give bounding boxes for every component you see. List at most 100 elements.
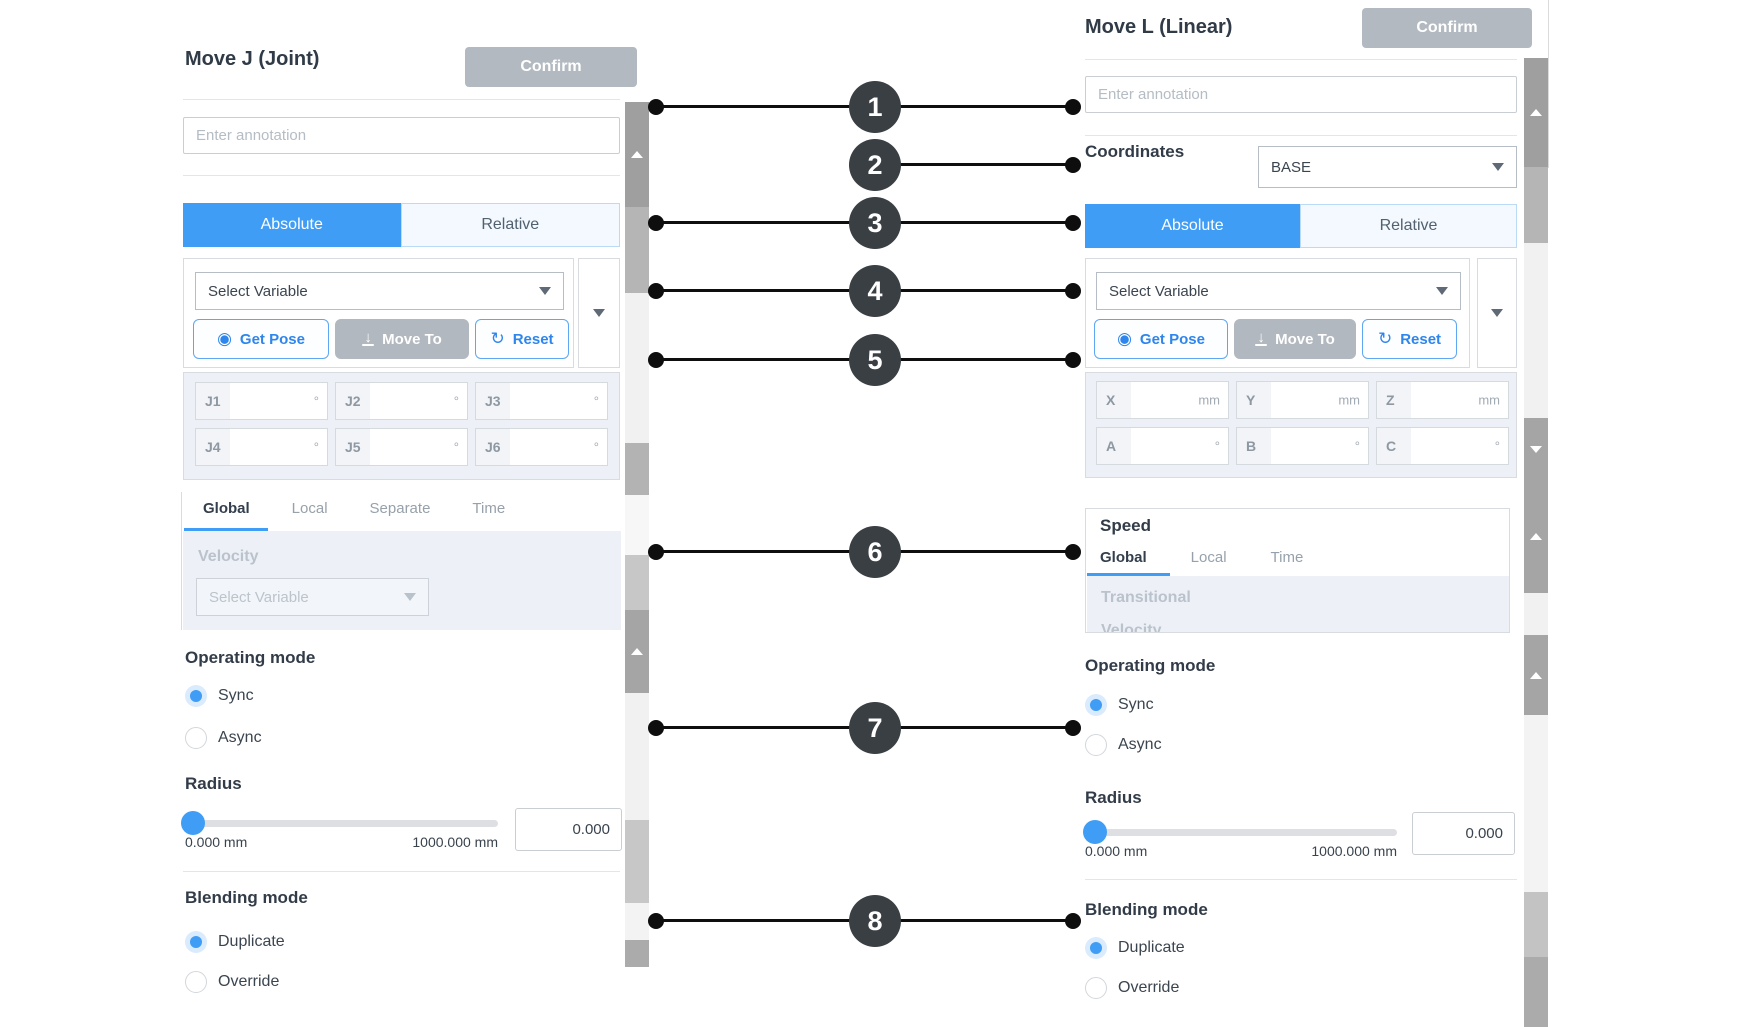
scroll-up-icon[interactable] <box>631 648 643 655</box>
field-z[interactable]: Z mm <box>1376 381 1509 419</box>
field-label: B <box>1237 428 1271 464</box>
velocity-select[interactable]: Select Variable <box>196 578 429 616</box>
speed-heading: Speed <box>1100 516 1152 535</box>
transitional-label: Transitional <box>1101 589 1191 606</box>
tab-relative[interactable]: Relative <box>1300 204 1517 248</box>
scroll-up-icon[interactable] <box>1530 671 1542 679</box>
radius-slider-knob[interactable] <box>181 811 205 835</box>
confirm-button[interactable]: Confirm <box>1362 8 1532 48</box>
target-icon: ◉ <box>217 329 232 348</box>
operating-mode-heading: Operating mode <box>1085 656 1216 675</box>
get-pose-button[interactable]: ◉ Get Pose <box>193 319 329 359</box>
field-a[interactable]: A ° <box>1096 427 1229 465</box>
scroll-down-icon[interactable] <box>1530 445 1542 453</box>
radio-sync[interactable]: Sync <box>185 685 254 707</box>
field-j1[interactable]: J1 ° <box>195 382 328 420</box>
field-b[interactable]: B ° <box>1236 427 1369 465</box>
variable-select[interactable]: Select Variable <box>1096 272 1461 310</box>
field-c[interactable]: C ° <box>1376 427 1509 465</box>
callout-dot <box>1065 215 1081 231</box>
reset-button[interactable]: ↻ Reset <box>1362 319 1457 359</box>
chevron-down-icon <box>1492 163 1504 171</box>
active-tab-underline <box>1087 573 1170 576</box>
tab-absolute[interactable]: Absolute <box>1085 204 1300 248</box>
divider <box>1085 135 1517 136</box>
get-pose-button[interactable]: ◉ Get Pose <box>1094 319 1228 359</box>
move-to-button[interactable]: ↓ Move To <box>335 319 469 359</box>
field-y[interactable]: Y mm <box>1236 381 1369 419</box>
velocity-label: Velocity <box>198 548 259 565</box>
unit-label: mm <box>1478 392 1500 408</box>
radio-async[interactable]: Async <box>1085 734 1162 756</box>
reset-button[interactable]: ↻ Reset <box>475 319 569 359</box>
radius-slider-track[interactable] <box>1085 829 1397 836</box>
divider <box>183 871 620 872</box>
scrollbar-thumb[interactable] <box>625 820 649 903</box>
field-label: Y <box>1237 382 1271 418</box>
collapse-toggle[interactable] <box>1477 258 1517 368</box>
joint-fields-box: J1 ° J2 ° J3 ° J4 ° J5 ° J6 ° <box>183 372 620 480</box>
scrollbar-thumb[interactable] <box>625 207 649 293</box>
move-to-button[interactable]: ↓ Move To <box>1234 319 1356 359</box>
variable-select[interactable]: Select Variable <box>195 272 564 310</box>
scrollbar-thumb[interactable] <box>1524 635 1548 715</box>
radius-value-input[interactable] <box>1412 812 1515 855</box>
annotation-input[interactable] <box>1085 76 1517 113</box>
radio-override[interactable]: Override <box>185 971 279 993</box>
radio-duplicate[interactable]: Duplicate <box>185 931 285 953</box>
tab-relative[interactable]: Relative <box>400 203 620 247</box>
field-x[interactable]: X mm <box>1096 381 1229 419</box>
scrollbar-thumb[interactable] <box>1524 167 1548 243</box>
scrollbar-thumb[interactable] <box>625 443 649 495</box>
radio-async[interactable]: Async <box>185 727 262 749</box>
scrollbar-thumb[interactable] <box>625 940 649 967</box>
unit-label: ° <box>453 393 459 409</box>
radio-sync[interactable]: Sync <box>1085 694 1154 716</box>
collapse-toggle[interactable] <box>578 258 620 368</box>
radius-max-label: 1000.000 mm <box>1311 843 1397 859</box>
speed-tab-global[interactable]: Global <box>1100 549 1147 566</box>
radio-override[interactable]: Override <box>1085 977 1179 999</box>
variable-select-value: Select Variable <box>208 282 308 300</box>
field-j4[interactable]: J4 ° <box>195 428 328 466</box>
radio-duplicate[interactable]: Duplicate <box>1085 937 1185 959</box>
scrollbar-thumb[interactable] <box>625 555 649 610</box>
unit-label: mm <box>1198 392 1220 408</box>
speed-tab-global[interactable]: Global <box>203 500 250 517</box>
scroll-up-icon[interactable] <box>1530 109 1542 116</box>
variable-group: Select Variable ◉ Get Pose ↓ Move To ↻ R… <box>183 258 574 368</box>
speed-tab-separate[interactable]: Separate <box>369 500 431 517</box>
radius-slider-track[interactable] <box>183 820 498 827</box>
field-j3[interactable]: J3 ° <box>475 382 608 420</box>
chevron-down-icon <box>404 593 416 601</box>
scrollbar-thumb[interactable] <box>1524 480 1548 593</box>
speed-tab-local[interactable]: Local <box>291 500 328 517</box>
coordinates-select[interactable]: BASE <box>1258 146 1517 188</box>
radius-slider-knob[interactable] <box>1083 820 1107 844</box>
tab-absolute[interactable]: Absolute <box>183 203 401 247</box>
speed-tab-time[interactable]: Time <box>472 500 506 517</box>
speed-tab-time[interactable]: Time <box>1270 549 1304 566</box>
scrollbar-thumb[interactable] <box>1524 957 1548 1027</box>
callout-dot <box>648 215 664 231</box>
field-j2[interactable]: J2 ° <box>335 382 468 420</box>
radio-unselected-icon <box>1085 977 1107 999</box>
field-j6[interactable]: J6 ° <box>475 428 608 466</box>
scrollbar-thumb[interactable] <box>625 610 649 693</box>
field-label: J4 <box>196 429 230 465</box>
scrollbar-thumb[interactable] <box>1524 58 1548 167</box>
scroll-up-icon[interactable] <box>1530 533 1542 540</box>
scrollbar-thumb[interactable] <box>625 102 649 207</box>
callout-dot <box>1065 352 1081 368</box>
radius-value-input[interactable] <box>515 808 622 851</box>
confirm-button[interactable]: Confirm <box>465 47 637 87</box>
scroll-up-icon[interactable] <box>631 151 643 158</box>
scrollbar-thumb[interactable] <box>1524 418 1548 480</box>
chevron-down-icon <box>1491 309 1503 317</box>
annotation-input[interactable] <box>183 117 620 154</box>
speed-tab-local[interactable]: Local <box>1190 549 1227 566</box>
divider <box>183 175 620 176</box>
scrollbar-thumb[interactable] <box>1524 892 1548 957</box>
field-j5[interactable]: J5 ° <box>335 428 468 466</box>
callout-4: 4 <box>849 265 901 317</box>
